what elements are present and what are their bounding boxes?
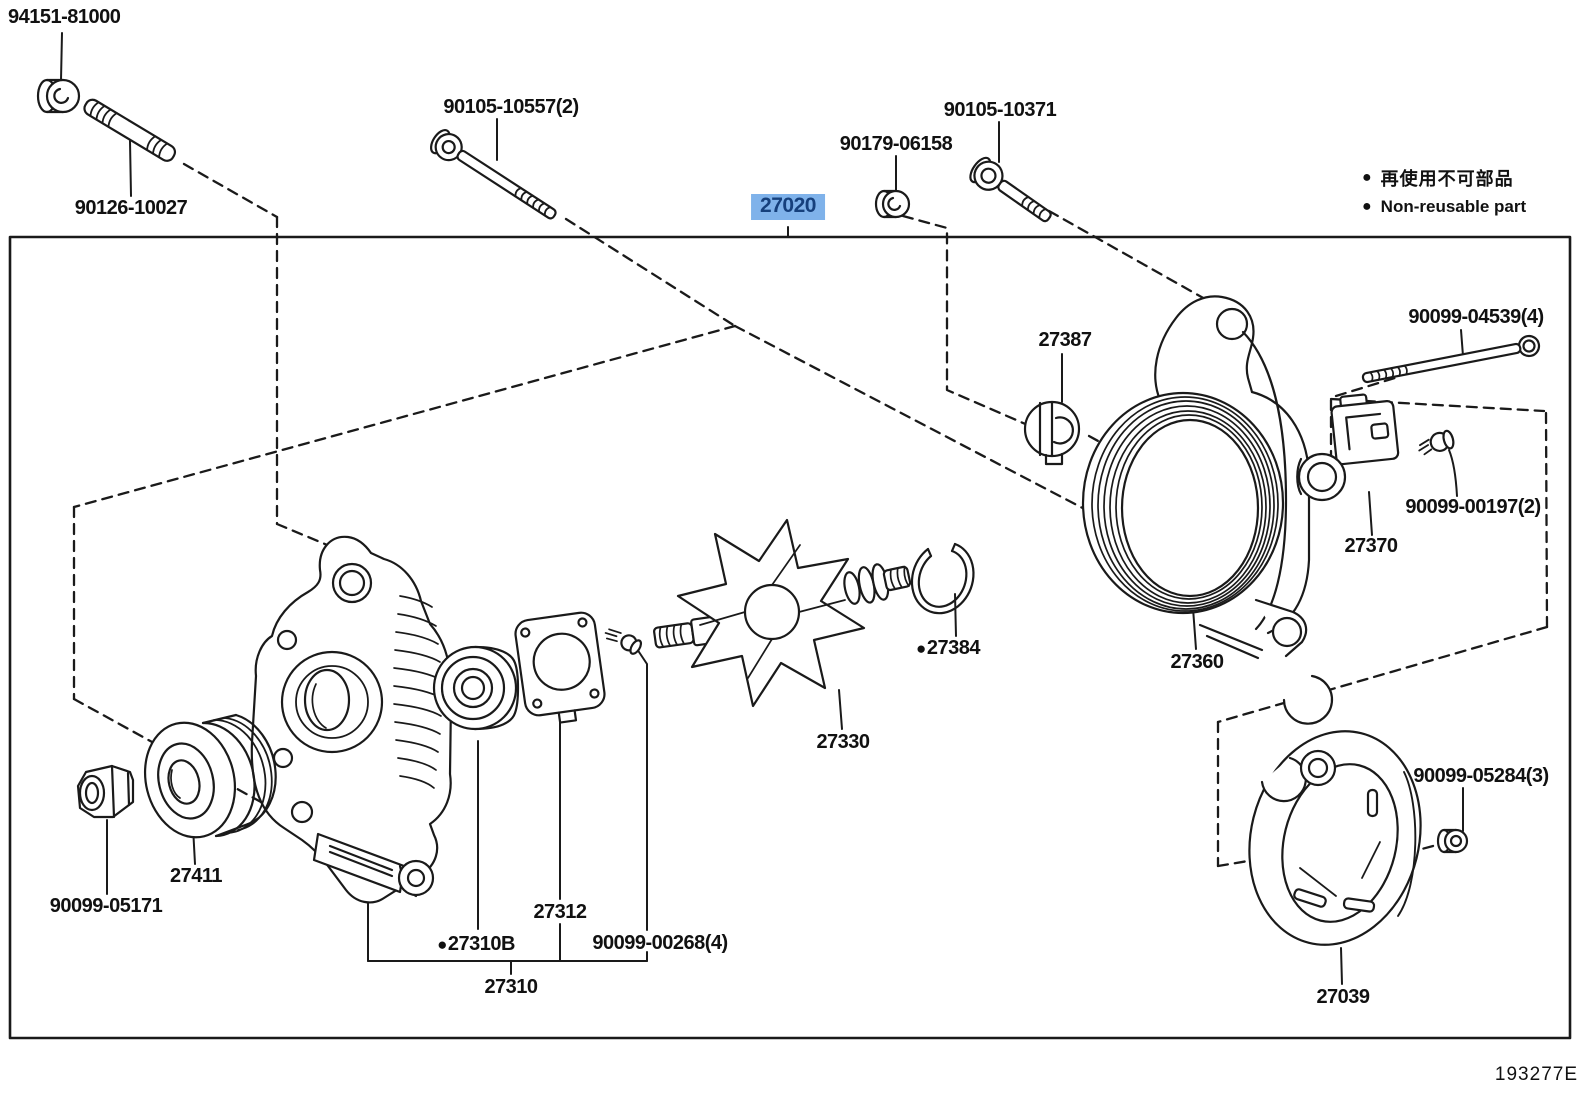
non-reusable-bullet: ● [437,935,447,954]
drawing-stud-90126-10027 [83,98,177,162]
part-label-27411[interactable]: 27411 [169,865,223,887]
label-leader-lines [60,32,1464,985]
legend-text-jp: 再使用不可部品 [1380,169,1514,189]
part-label-27387[interactable]: 27387 [1038,329,1092,351]
part-label-27020-selected[interactable]: 27020 [751,194,825,220]
part-label-90126-10027[interactable]: 90126-10027 [74,197,188,219]
figure-code: 193277E [1494,1064,1578,1085]
drawing-nut-90099-05284 [1436,828,1469,854]
part-label-27039[interactable]: 27039 [1316,986,1370,1008]
part-label-90099-00268[interactable]: 90099-00268(4) [592,932,728,954]
part-label-27312[interactable]: 27312 [533,901,587,923]
part-label-90179-06158[interactable]: 90179-06158 [839,133,953,155]
part-label-90105-10371[interactable]: 90105-10371 [943,99,1057,121]
drawing-rotor-27330 [653,518,912,708]
drawing-front-bracket [250,535,453,904]
drawing-brush-holder-27387 [1023,400,1081,466]
legend-text-en: Non-reusable part [1380,197,1527,216]
drawing-screw-90099-00197 [1418,429,1455,456]
drawing-screw-90099-00268 [604,628,643,655]
part-label-90099-05171[interactable]: 90099-05171 [49,895,163,917]
diagram-border [8,235,1572,1040]
non-reusable-bullet: ● [916,639,926,658]
part-label-27370[interactable]: 27370 [1344,535,1398,557]
part-label-90099-00197[interactable]: 90099-00197(2) [1405,496,1541,518]
drawing-bolt-90105-10371 [969,156,1052,223]
part-label-27384[interactable]: ●27384 [916,637,980,659]
legend-row-en: ● Non-reusable part [1362,197,1526,217]
drawing-bolt-90099-04539 [1361,334,1541,384]
drawing-nut-94151-81000 [36,78,81,114]
part-label-94151-81000[interactable]: 94151-81000 [8,6,121,28]
drawing-nut-90179-06158 [874,189,911,219]
part-label-90099-04539[interactable]: 90099-04539(4) [1408,306,1544,328]
part-label-27310[interactable]: 27310 [484,976,538,998]
legend: ● 再使用不可部品 ● Non-reusable part [1362,165,1526,217]
part-label-90099-05284[interactable]: 90099-05284(3) [1413,765,1549,787]
non-reusable-bullet: ● [1362,198,1372,215]
legend-row-jp: ● 再使用不可部品 [1362,165,1526,191]
drawing-cover-27039 [1248,674,1422,946]
drawing-bolt-90105-10557 [429,128,557,220]
drawing-pulley-27411 [143,713,277,839]
drawing-nut-90099-05171 [76,764,135,819]
dashed-leader-lines [72,162,1549,868]
drawing-snap-ring-27384 [910,542,975,615]
part-label-27360[interactable]: 27360 [1170,651,1224,673]
part-label-27330[interactable]: 27330 [816,731,870,753]
bracket-27310-group [367,648,648,975]
drawing-bearing-27310B [432,645,520,731]
non-reusable-bullet: ● [1362,169,1372,186]
part-label-27310B[interactable]: ●27310B [437,933,515,955]
drawing-regulator-27370 [1296,393,1400,502]
drawing-frame-27360 [1081,295,1311,660]
part-label-90105-10557[interactable]: 90105-10557(2) [443,96,579,118]
drawing-retainer-27312 [514,611,606,724]
